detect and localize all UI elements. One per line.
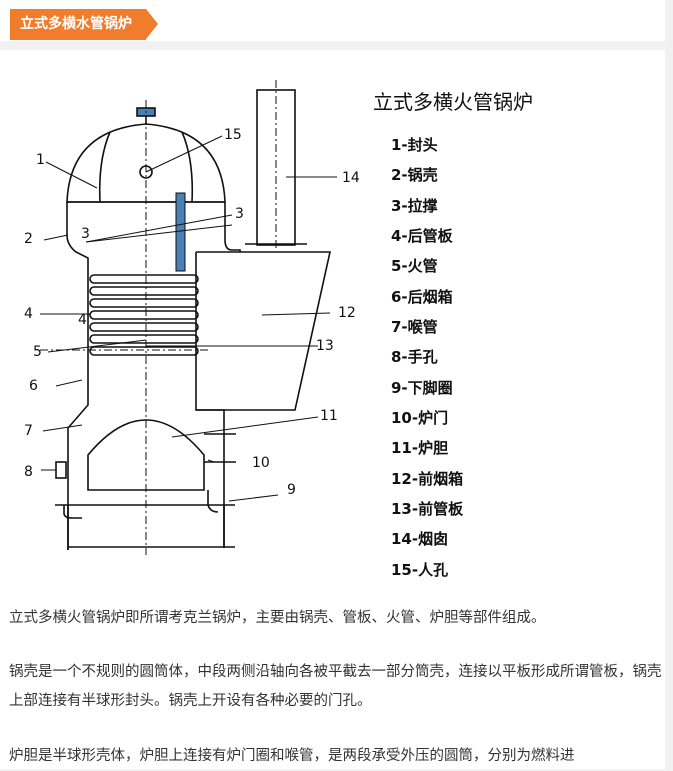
- paragraph-shell: 锅壳是一个不规则的圆筒体，中段两侧沿轴向各被平截去一部分筒壳，连接以平板形成所谓…: [9, 664, 662, 709]
- fire-tube-bank: [89, 274, 199, 356]
- legend-item: 4-后管板: [391, 227, 453, 246]
- callout-7: 7: [24, 423, 33, 439]
- front-smokebox: [196, 251, 331, 411]
- legend-list: 1-封头 2-锅壳 3-拉撑 4-后管板 5-火管 6-后烟箱 7-喉管 8-手…: [391, 130, 463, 585]
- legend-item: 8-手孔: [391, 348, 438, 367]
- callout-10: 10: [252, 455, 270, 471]
- legend-item: 11-炉胆: [391, 439, 449, 458]
- callout-13: 13: [316, 338, 334, 354]
- legend-item: 14-烟囱: [391, 530, 449, 549]
- legend-item: 13-前管板: [391, 500, 464, 519]
- callout-14: 14: [342, 170, 360, 186]
- callout-2: 2: [24, 231, 33, 247]
- callout-9: 9: [287, 482, 296, 498]
- callout-8: 8: [24, 464, 33, 480]
- legend-item: 7-喉管: [391, 318, 438, 337]
- callout-15: 15: [224, 127, 242, 143]
- legend-item: 10-炉门: [391, 409, 449, 428]
- legend-item: 6-后烟箱: [391, 287, 453, 306]
- legend-item: 5-火管: [391, 257, 438, 276]
- boiler-drawing: 1 2 3 3 4 4 5 6 7 8 9 10 11 12 13 14 15: [24, 80, 360, 555]
- legend-item: 15-人孔: [391, 560, 449, 579]
- legend-item: 1-封头: [391, 136, 438, 154]
- callout-4a: 4: [78, 312, 87, 328]
- legend-item: 2-锅壳: [391, 166, 438, 185]
- diagram-title: 立式多横火管锅炉: [373, 90, 533, 114]
- legend-item: 9-下脚圈: [391, 378, 453, 397]
- callout-11: 11: [320, 408, 338, 424]
- article-content: 1 2 3 3 4 4 5 6 7 8 9 10 11 12 13 14 15 …: [0, 50, 665, 769]
- paragraph-furnace: 炉胆是半球形壳体，炉胆上连接有炉门圈和喉管，是两段承受外压的圆筒，分别为燃料进: [9, 748, 575, 764]
- legend-item: 12-前烟箱: [391, 469, 464, 488]
- furnace-dome: [87, 419, 205, 491]
- header-bar: 立式多横水管锅炉: [0, 0, 665, 41]
- boiler-shell: [66, 202, 241, 550]
- callout-1: 1: [36, 152, 45, 168]
- hand-hole: [55, 461, 67, 479]
- boiler-diagram: 1 2 3 3 4 4 5 6 7 8 9 10 11 12 13 14 15 …: [0, 50, 665, 595]
- callout-12: 12: [338, 305, 356, 321]
- callout-3b: 3: [235, 206, 244, 222]
- section-title-tag: 立式多横水管锅炉: [10, 9, 158, 40]
- dome-head: [66, 123, 226, 203]
- stay-rod: [175, 192, 186, 272]
- callout-5: 5: [33, 344, 42, 360]
- callout-4b: 4: [24, 306, 33, 322]
- paragraph-intro: 立式多横火管锅炉即所谓考克兰锅炉，主要由锅壳、管板、火管、炉胆等部件组成。: [9, 610, 546, 626]
- legend-item: 3-拉撑: [391, 196, 438, 215]
- callout-6: 6: [29, 378, 38, 394]
- callout-3a: 3: [81, 226, 90, 242]
